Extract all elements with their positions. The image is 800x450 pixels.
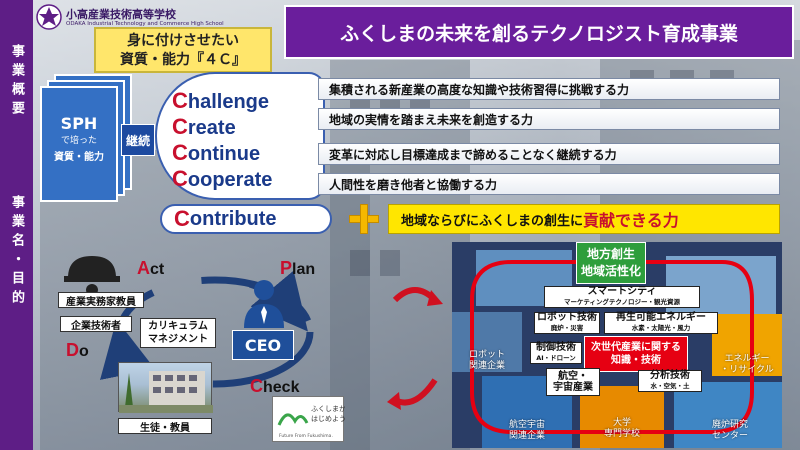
sidebar-section-name-purpose: 事業名・目的 <box>9 195 24 309</box>
aerospace-companies-label: 航空宇宙関連企業 <box>508 420 545 441</box>
aerospace-keyword: 航空・宇宙産業 <box>546 368 600 396</box>
desc-continue: 変革に対応し目標達成まで諦めることなく継続する力 <box>318 143 780 165</box>
worker-hardhat-icon <box>64 256 120 294</box>
school-crest-icon <box>36 4 62 30</box>
fukushima-logo-text-1: ふくしまから <box>311 405 345 413</box>
robot-tech-keyword: ロボット技術廃炉・災害 <box>534 312 600 334</box>
contribute-description: 地域ならびにふくしまの創生に貢献できる力 <box>388 204 780 234</box>
smart-city-keyword: スマートシティマーケティングテクノロジー・観光資源 <box>544 286 700 308</box>
energy-recycle-label: エネルギー・リサイクル <box>720 354 774 375</box>
sidebar-section-overview: 事業概要 <box>9 44 24 120</box>
renewable-energy-keyword: 再生可能エネルギー水素・太陽光・風力 <box>604 312 718 334</box>
c-word-continue: Continue <box>172 140 261 165</box>
ceo-label: CEO <box>232 330 294 360</box>
next-gen-industry-box: 次世代産業に関する知識・技術 <box>584 336 688 372</box>
c-word-create: Create <box>172 114 236 139</box>
decommissioning-center-label: 廃炉研究センター <box>711 420 748 441</box>
qualities-box: 身に付けさせたい 資質・能力『４Ｃ』 <box>94 27 272 73</box>
industry-teacher-tag: 産業実務家教員 <box>58 292 144 308</box>
students-teachers-tag: 生徒・教員 <box>118 418 212 434</box>
ceo-person-icon <box>244 280 284 328</box>
left-sidebar: 事業概要 事業名・目的 <box>0 0 33 450</box>
sph-title: SPH <box>60 114 98 133</box>
desc-challenge: 集積される新産業の高度な知識や技術習得に挑戦する力 <box>318 78 780 100</box>
desc-create: 地域の実情を踏まえ未来を創造する力 <box>318 108 780 130</box>
qualities-line2: 資質・能力『４Ｃ』 <box>120 52 246 68</box>
pdca-act: Act <box>137 258 165 278</box>
fukushima-logo-text-2: はじめよう。 <box>311 415 345 423</box>
page-title: ふくしまの未来を創るテクノロジスト育成事業 <box>284 5 794 59</box>
desc-cooperate: 人間性を磨き他者と協働する力 <box>318 173 780 195</box>
robot-companies-label: ロボット関連企業 <box>468 350 505 371</box>
four-c-scroll <box>155 72 325 200</box>
curriculum-management-tag: カリキュラムマネジメント <box>140 318 216 348</box>
c-word-cooperate: Cooperate <box>172 166 273 191</box>
school-name-english: ODAKA Industrial Technology and Commerce… <box>66 21 224 27</box>
regional-revitalization-box: 地方創生地域活性化 <box>576 242 646 284</box>
school-name: 小高産業技術高等学校 <box>66 8 176 21</box>
sph-qualities: 資質・能力 <box>54 152 104 163</box>
sph-subtitle: で培った <box>60 136 97 146</box>
school-building-photo <box>118 362 213 413</box>
red-flow-arrows <box>387 287 443 410</box>
qualities-line1: 身に付けさせたい <box>127 33 239 49</box>
sph-card: SPH で培った 資質・能力 <box>40 86 118 202</box>
industry-collage: 地方創生地域活性化 スマートシティマーケティングテクノロジー・観光資源 ロボット… <box>452 242 782 448</box>
fukushima-logo-text-en: Future From Fukushima. <box>279 433 333 439</box>
analysis-tech-keyword: 分析技術水・空気・土 <box>638 370 702 392</box>
school-logo: 小高産業技術高等学校 ODAKA Industrial Technology a… <box>36 4 236 32</box>
pdca-plan: Plan <box>280 258 316 278</box>
pdca-check: Check <box>250 376 300 396</box>
university-label: 大学専門学校 <box>603 418 640 439</box>
c-word-challenge: Challenge <box>172 88 270 113</box>
pdca-do: Do <box>66 340 89 360</box>
fukushima-logo: ふくしまから はじめよう。 Future From Fukushima. <box>272 396 353 442</box>
company-engineer-tag: 企業技術者 <box>60 316 132 332</box>
plus-icon <box>349 204 379 234</box>
continuation-label: 継続 <box>121 124 155 156</box>
